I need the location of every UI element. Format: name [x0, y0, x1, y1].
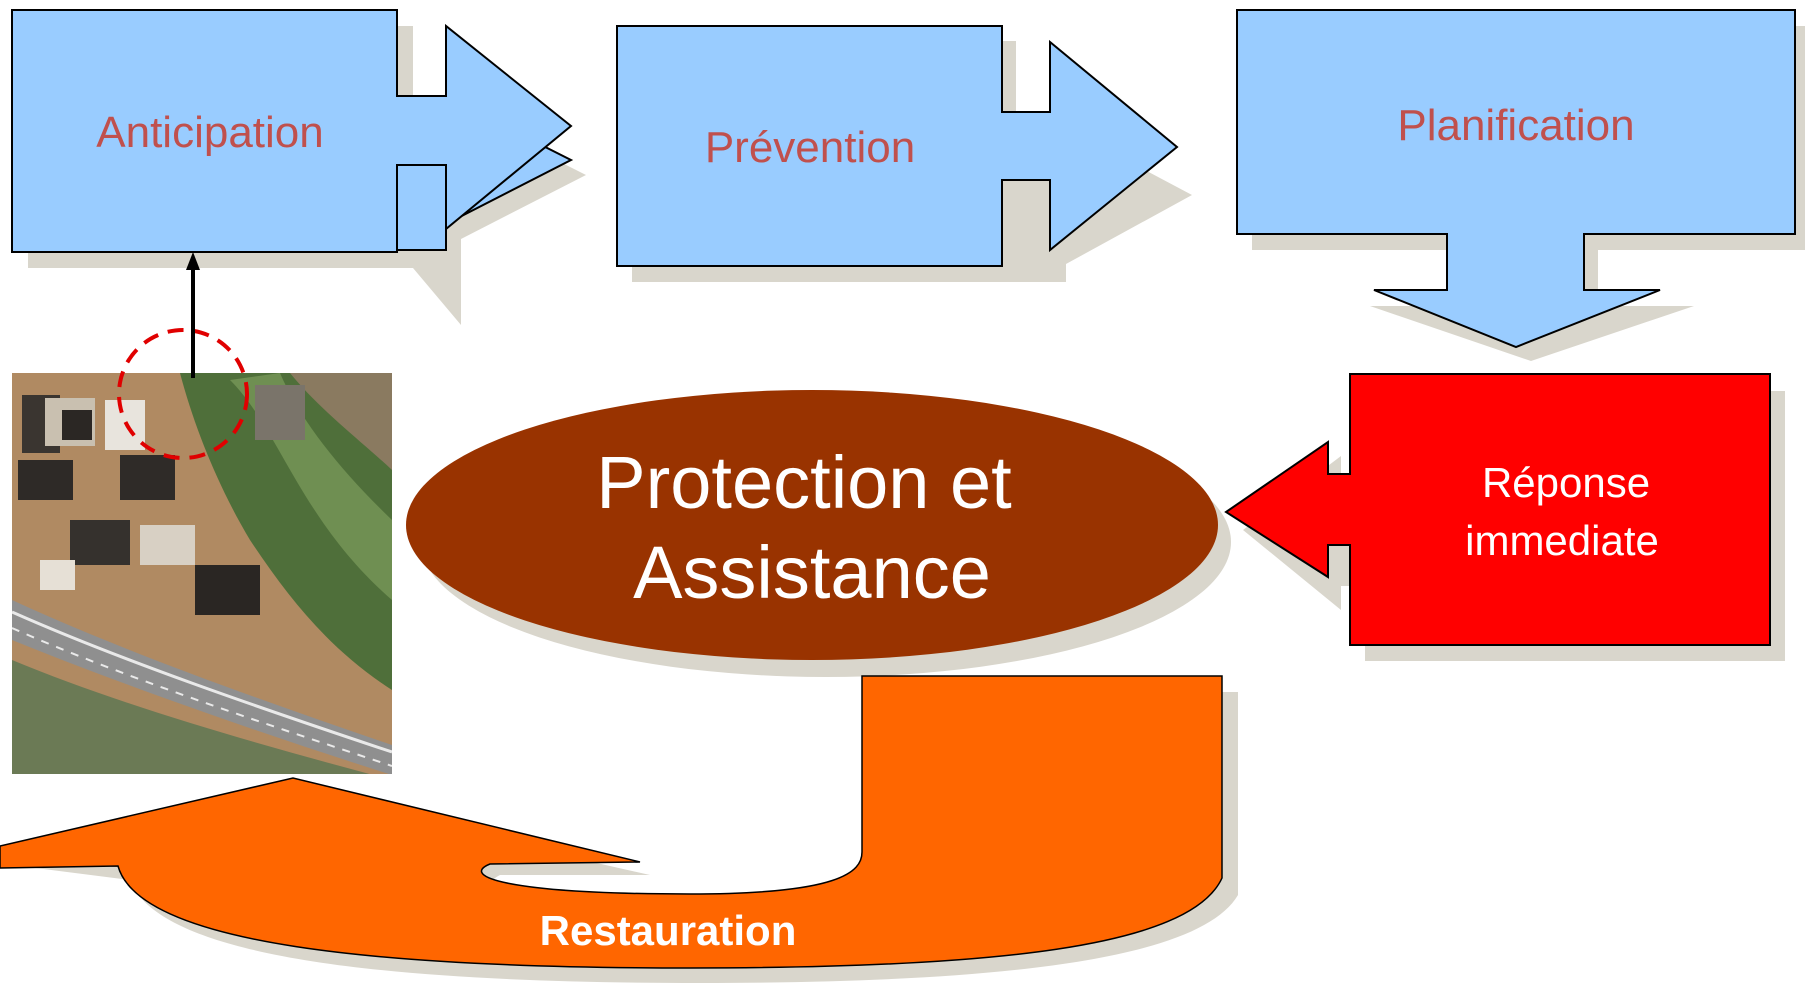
protection-label-line2: Assistance [633, 531, 991, 614]
aerial-photo [12, 373, 392, 774]
anticipation-box: Anticipation [11, 9, 574, 253]
protection-ellipse: Protection et Assistance [406, 390, 1218, 660]
planification-box: Planification [1236, 9, 1796, 349]
reponse-label-line1: Réponse [1482, 459, 1650, 506]
dashed-circle-marker [117, 328, 249, 460]
up-arrow [186, 252, 200, 378]
reponse-box: Réponse immediate [1224, 373, 1771, 646]
protection-label-line1: Protection et [596, 441, 1012, 524]
prevention-label: Prévention [705, 123, 915, 172]
restauration-label: Restauration [540, 907, 797, 954]
anticipation-label: Anticipation [96, 108, 323, 157]
reponse-label-line2: immediate [1465, 517, 1659, 564]
restauration-arrow: Restauration [0, 675, 1238, 983]
planification-label: Planification [1397, 101, 1634, 150]
prevention-box: Prévention [616, 25, 1179, 267]
